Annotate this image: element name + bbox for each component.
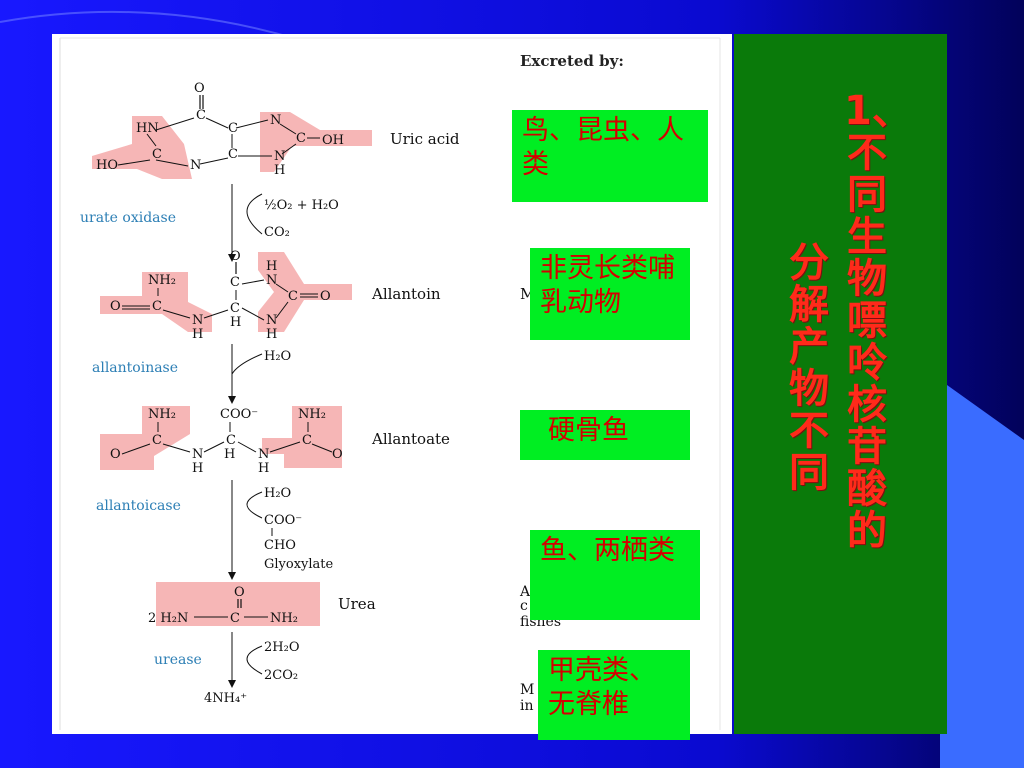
svg-text:C: C bbox=[228, 121, 238, 136]
svg-text:C: C bbox=[152, 299, 162, 314]
title-line-1: 1、不同生物嘌呤核苷酸的 bbox=[844, 88, 912, 554]
svg-text:C: C bbox=[288, 289, 298, 304]
excreted-by-header: Excreted by: bbox=[520, 52, 624, 70]
svg-text:H: H bbox=[192, 461, 203, 476]
uric-acid-label: Uric acid bbox=[390, 130, 460, 148]
label-allantoin-organisms: 非灵长类哺乳动物 bbox=[530, 248, 690, 340]
title-line-2: 分解产物不同 bbox=[789, 240, 829, 496]
label-ammonia-organisms: 甲壳类、无脊椎 bbox=[538, 650, 690, 740]
svg-text:O: O bbox=[194, 81, 205, 96]
svg-text:C: C bbox=[228, 147, 238, 162]
allantoate-label: Allantoate bbox=[371, 430, 450, 448]
allantoate-structure: NH₂ COO⁻ NH₂ C C C O N H H N H O bbox=[100, 406, 343, 476]
svg-text:COO⁻: COO⁻ bbox=[220, 407, 258, 422]
step3-output-cho: CHO bbox=[264, 538, 296, 553]
svg-text:NH₂: NH₂ bbox=[298, 407, 326, 422]
urea-cropped-1: A bbox=[519, 584, 531, 600]
step4-output: 2CO₂ bbox=[264, 668, 298, 683]
label-urea-organisms: 鱼、两栖类 bbox=[530, 530, 700, 620]
svg-text:N: N bbox=[258, 447, 269, 462]
svg-text:C: C bbox=[230, 275, 240, 290]
step1-input: ½O₂ + H₂O bbox=[264, 198, 339, 213]
svg-text:O: O bbox=[230, 249, 241, 264]
label-uric-acid-organisms: 鸟、昆虫、人类 bbox=[512, 110, 708, 202]
step3-output-glyoxylate: Glyoxylate bbox=[264, 557, 334, 572]
enzyme-allantoinase: allantoinase bbox=[92, 360, 178, 376]
label-allantoate-organisms: 硬骨鱼 bbox=[520, 410, 690, 460]
svg-text:O: O bbox=[332, 447, 343, 462]
svg-text:H: H bbox=[274, 163, 285, 178]
step3-output-coo: COO⁻ bbox=[264, 513, 302, 528]
svg-text:C: C bbox=[152, 147, 162, 162]
svg-text:N: N bbox=[266, 313, 277, 328]
svg-text:C: C bbox=[230, 611, 240, 626]
ammonia-cropped-2: in bbox=[520, 698, 534, 714]
ammonia-cropped-1: M bbox=[520, 682, 534, 698]
urea-cropped-2: c bbox=[520, 598, 528, 614]
svg-text:C: C bbox=[226, 433, 236, 448]
allantoin-label: Allantoin bbox=[371, 285, 441, 303]
svg-text:O: O bbox=[110, 299, 121, 314]
svg-text:N: N bbox=[270, 113, 281, 128]
svg-text:O: O bbox=[320, 289, 331, 304]
svg-text:OH: OH bbox=[322, 133, 344, 148]
svg-text:H: H bbox=[258, 461, 269, 476]
svg-text:HN: HN bbox=[136, 121, 159, 136]
svg-text:O: O bbox=[110, 447, 121, 462]
svg-text:N: N bbox=[266, 273, 277, 288]
svg-text:NH₂: NH₂ bbox=[148, 273, 176, 288]
step4-input: 2H₂O bbox=[264, 640, 299, 655]
title-panel: 1、不同生物嘌呤核苷酸的 分解产物不同 bbox=[734, 34, 947, 734]
svg-text:N: N bbox=[192, 447, 203, 462]
svg-text:H: H bbox=[224, 447, 235, 462]
urea-label: Urea bbox=[338, 595, 376, 613]
svg-text:N: N bbox=[190, 158, 201, 173]
svg-text:2 H₂N: 2 H₂N bbox=[148, 611, 188, 626]
svg-text:C: C bbox=[302, 433, 312, 448]
step2-input: H₂O bbox=[264, 349, 291, 364]
svg-text:H: H bbox=[230, 315, 241, 330]
enzyme-urate-oxidase: urate oxidase bbox=[80, 210, 176, 226]
svg-text:H: H bbox=[266, 327, 277, 342]
enzyme-allantoicase: allantoicase bbox=[96, 498, 181, 514]
step3-input: H₂O bbox=[264, 486, 291, 501]
step1-output: CO₂ bbox=[264, 225, 290, 240]
enzyme-urease: urease bbox=[154, 652, 202, 668]
svg-text:HO: HO bbox=[96, 158, 118, 173]
uric-acid-structure: O C HN C N C OH C C HO N N H bbox=[92, 81, 372, 179]
ammonium-product: 4NH₄⁺ bbox=[204, 691, 247, 706]
svg-text:O: O bbox=[234, 585, 245, 600]
svg-text:N: N bbox=[274, 149, 285, 164]
svg-text:C: C bbox=[152, 433, 162, 448]
svg-text:NH₂: NH₂ bbox=[148, 407, 176, 422]
svg-text:C: C bbox=[296, 131, 306, 146]
urea-structure: O 2 H₂N C NH₂ bbox=[148, 582, 320, 626]
svg-text:H: H bbox=[266, 259, 277, 274]
svg-text:H: H bbox=[192, 327, 203, 342]
svg-text:N: N bbox=[192, 313, 203, 328]
svg-text:C: C bbox=[196, 108, 206, 123]
svg-text:C: C bbox=[230, 301, 240, 316]
svg-text:NH₂: NH₂ bbox=[270, 611, 298, 626]
allantoin-structure: O C NH₂ H N O C C O N H C H N H bbox=[100, 249, 352, 342]
